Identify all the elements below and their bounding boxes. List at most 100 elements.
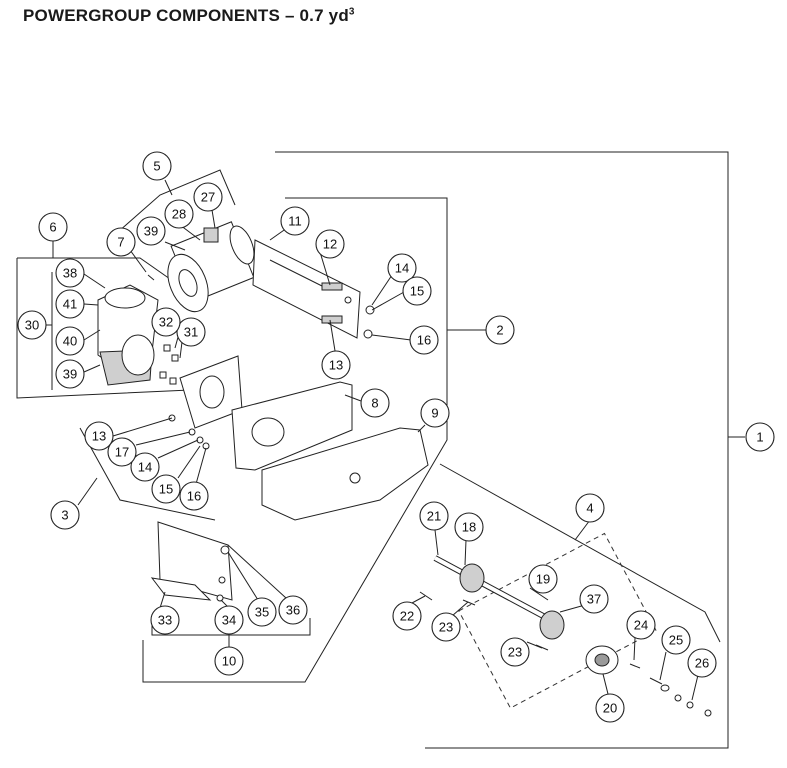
svg-text:14: 14 <box>395 261 409 276</box>
callout-35: 35 <box>247 597 277 627</box>
callout-39-upper: 39 <box>136 216 166 246</box>
callout-13-lower: 13 <box>84 421 114 451</box>
svg-text:24: 24 <box>634 618 648 633</box>
svg-text:32: 32 <box>159 315 173 330</box>
callout-14-lower: 14 <box>130 452 160 482</box>
assembly-bracket-5 <box>117 169 236 233</box>
svg-text:13: 13 <box>329 358 343 373</box>
callout-41: 41 <box>55 289 85 319</box>
svg-text:40: 40 <box>63 334 77 349</box>
svg-text:36: 36 <box>286 603 300 618</box>
assembly-bracket-4 <box>439 463 721 643</box>
callout-17: 17 <box>107 437 137 467</box>
svg-text:21: 21 <box>427 509 441 524</box>
svg-text:31: 31 <box>184 325 198 340</box>
drive-motor <box>147 221 255 313</box>
svg-text:26: 26 <box>695 656 709 671</box>
assembly-bracket-2 <box>142 197 487 683</box>
callout-18: 18 <box>454 512 484 542</box>
svg-text:35: 35 <box>255 605 269 620</box>
callout-20: 20 <box>595 693 625 723</box>
svg-text:34: 34 <box>222 613 236 628</box>
svg-text:10: 10 <box>222 654 236 669</box>
title-text: POWERGROUP COMPONENTS – 0.7 yd <box>23 6 349 25</box>
callout-34: 34 <box>214 605 244 635</box>
page-title: POWERGROUP COMPONENTS – 0.7 yd3 <box>23 6 355 26</box>
assembly-bracket-3 <box>77 427 216 521</box>
callout-2: 2 <box>485 315 515 345</box>
side-plate-9 <box>261 427 429 521</box>
callout-12: 12 <box>315 229 345 259</box>
svg-text:3: 3 <box>61 508 68 523</box>
callout-23-right: 23 <box>500 637 530 667</box>
callout-9: 9 <box>420 398 450 428</box>
callout-7: 7 <box>106 227 136 257</box>
callout-5: 5 <box>142 151 172 181</box>
title-superscript: 3 <box>348 6 355 18</box>
svg-text:25: 25 <box>669 633 683 648</box>
svg-text:16: 16 <box>417 333 431 348</box>
motor-mount-plate <box>252 239 375 339</box>
svg-text:12: 12 <box>323 237 337 252</box>
lower-bracket <box>150 521 233 602</box>
svg-text:4: 4 <box>586 501 593 516</box>
svg-text:7: 7 <box>117 235 124 250</box>
svg-text:14: 14 <box>138 460 152 475</box>
callout-28: 28 <box>164 199 194 229</box>
svg-text:41: 41 <box>63 297 77 312</box>
callout-33: 33 <box>150 605 180 635</box>
callout-31: 31 <box>176 317 206 347</box>
svg-text:28: 28 <box>172 207 186 222</box>
callout-32: 32 <box>151 307 181 337</box>
svg-text:17: 17 <box>115 445 129 460</box>
callout-27: 27 <box>193 182 223 212</box>
svg-text:33: 33 <box>158 613 172 628</box>
svg-text:20: 20 <box>603 701 617 716</box>
hardware-24-26 <box>629 663 712 717</box>
svg-text:23: 23 <box>508 645 522 660</box>
callout-21: 21 <box>419 501 449 531</box>
callout-3: 3 <box>50 500 80 530</box>
callout-23-left: 23 <box>431 612 461 642</box>
svg-text:6: 6 <box>49 220 56 235</box>
gearbox <box>97 284 179 386</box>
callout-37: 37 <box>579 584 609 614</box>
callout-16-upper: 16 <box>409 325 439 355</box>
callout-10: 10 <box>214 646 244 676</box>
callout-25: 25 <box>661 625 691 655</box>
callout-36: 36 <box>278 595 308 625</box>
callout-26: 26 <box>687 648 717 678</box>
svg-text:39: 39 <box>63 367 77 382</box>
callout-15-lower: 15 <box>151 474 181 504</box>
svg-text:39: 39 <box>144 224 158 239</box>
callout-15-upper: 15 <box>402 276 432 306</box>
svg-text:1: 1 <box>756 430 763 445</box>
drive-shaft <box>419 555 565 651</box>
callout-16-lower: 16 <box>179 481 209 511</box>
callout-38: 38 <box>55 258 85 288</box>
callout-11: 11 <box>280 206 310 236</box>
svg-text:9: 9 <box>431 406 438 421</box>
svg-text:19: 19 <box>536 572 550 587</box>
assembly-bracket-1 <box>275 151 745 749</box>
gearbox-bracket <box>168 355 243 450</box>
svg-text:8: 8 <box>371 396 378 411</box>
svg-text:15: 15 <box>410 284 424 299</box>
callout-39-lower: 39 <box>55 359 85 389</box>
svg-text:27: 27 <box>201 190 215 205</box>
callout-6: 6 <box>38 212 68 242</box>
callout-4: 4 <box>575 493 605 523</box>
svg-text:5: 5 <box>153 159 160 174</box>
svg-text:38: 38 <box>63 266 77 281</box>
callout-24: 24 <box>626 610 656 640</box>
svg-text:23: 23 <box>439 620 453 635</box>
svg-text:30: 30 <box>25 318 39 333</box>
svg-text:18: 18 <box>462 520 476 535</box>
callout-14-upper: 14 <box>387 253 417 283</box>
assembly-bracket-10 <box>151 618 311 648</box>
svg-text:11: 11 <box>288 214 302 229</box>
callout-1: 1 <box>745 422 775 452</box>
svg-text:22: 22 <box>400 609 414 624</box>
callout-8: 8 <box>360 388 390 418</box>
